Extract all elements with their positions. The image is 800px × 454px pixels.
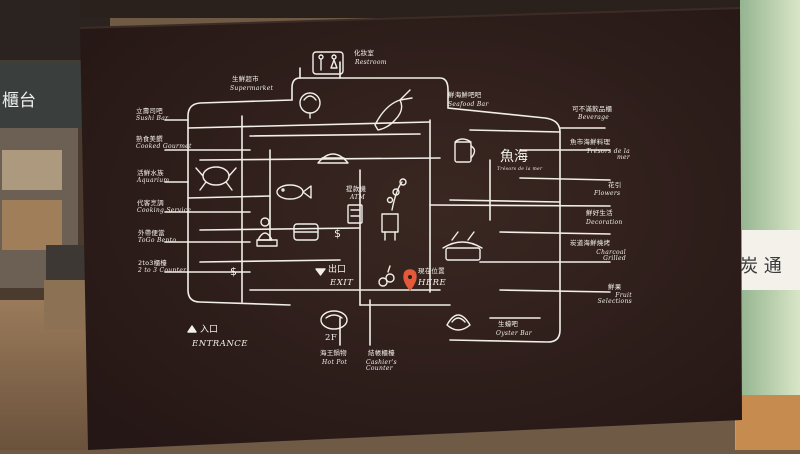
- sushi-bar-label-en: Sushi Bar: [136, 115, 169, 122]
- entrance-label-en: ENTRANCE: [192, 339, 248, 349]
- cooking-service-label-en: Cooking Service: [137, 207, 192, 214]
- togo-bento-label-en: ToGo Bento: [138, 237, 177, 244]
- entrance-label-zh: 入口: [200, 325, 219, 335]
- restroom-icon: [312, 51, 344, 75]
- atm-label-zh: 提款機: [346, 185, 367, 193]
- cook-icon: [256, 217, 278, 247]
- supermarket-icon: [299, 92, 321, 119]
- supermarket-label-zh: 生鮮超市: [232, 75, 259, 83]
- decoration-label-en: Decoration: [586, 219, 623, 226]
- cooking-service-label-zh: 代客烹調: [137, 199, 164, 207]
- hot-pot-label-en: Hot Pot: [322, 359, 348, 366]
- exit-arrow-icon: [315, 268, 326, 276]
- lobster-icon: [374, 89, 413, 131]
- restroom-label-zh: 化妝室: [354, 49, 375, 57]
- dumpling-icon: [317, 153, 349, 164]
- bento-icon: [293, 223, 319, 241]
- atm-icon: [347, 204, 363, 224]
- floor-label: 2F: [325, 333, 338, 343]
- fruit-icon: [378, 265, 395, 287]
- atm-label-en: ATM: [350, 194, 366, 201]
- right-floor: [736, 395, 800, 450]
- counter-2to3-label-zh: 2to3櫃檯: [138, 259, 167, 267]
- map-board: [80, 8, 742, 450]
- brand-logo-zh: 魚海: [500, 149, 528, 165]
- dollar-sign-left: $: [230, 265, 237, 278]
- here-label-zh: 現在位置: [418, 267, 445, 275]
- oyster-bar-label-en: Oyster Bar: [496, 330, 532, 337]
- oyster-icon: [446, 314, 471, 331]
- cashier-label-zh: 結帳櫃檯: [368, 349, 395, 357]
- aquarium-label-en: Aquarium: [137, 177, 170, 184]
- here-label-en: HERE: [418, 278, 447, 288]
- charcoal-sign: 炭 通: [740, 256, 782, 277]
- counter-sign-panel: [0, 62, 82, 128]
- decoration-label-zh: 鮮好生活: [586, 209, 613, 217]
- flowers-icon: [386, 178, 407, 211]
- flowers-label-zh: 花引: [608, 181, 622, 189]
- cooked-gourmet-label-zh: 熟食美饌: [136, 135, 163, 143]
- grill-icon: [442, 231, 483, 261]
- cashier-label-en: Cashier's Counter: [366, 359, 397, 373]
- beverage-label-en: Beverage: [578, 114, 610, 121]
- aquarium-label-zh: 活鮮水族: [137, 169, 164, 177]
- oyster-bar-label-zh: 生蠔吧: [498, 320, 519, 328]
- aquarium-crab-icon: [195, 166, 237, 191]
- exit-label-en: EXIT: [330, 278, 354, 288]
- chair-icon: [381, 213, 399, 241]
- tresors-label-en: Trésors de la mer: [586, 148, 630, 162]
- exit-label-zh: 出口: [328, 265, 347, 275]
- beverage-label-zh: 可不滿飲品櫃: [572, 105, 613, 113]
- cooked-gourmet-label-en: Cooked Gourmet: [136, 143, 192, 150]
- charcoal-label-en: Charcoal Grilled: [596, 249, 626, 263]
- seafood-bar-label-en: Seafood Bar: [448, 101, 489, 108]
- counter-2to3-label-en: 2 to 3 Counter: [138, 267, 187, 274]
- floor-plan-lines: [164, 61, 611, 346]
- beer-icon: [454, 138, 476, 163]
- counter-sign: 櫃台: [2, 91, 36, 111]
- brand-logo-en: Trésors de la mer: [497, 167, 543, 172]
- location-pin-icon: [403, 269, 417, 291]
- right-sign-panel: [742, 230, 800, 290]
- togo-bento-label-zh: 外帶便當: [138, 229, 165, 237]
- fish-icon: [276, 184, 312, 200]
- supermarket-label-en: Supermarket: [230, 85, 274, 92]
- restroom-label-en: Restroom: [355, 59, 387, 66]
- right-wall: [735, 0, 800, 450]
- sushi-bar-label-zh: 立壽司吧: [136, 107, 163, 115]
- hot-pot-label-zh: 海王鍋物: [320, 349, 347, 357]
- charcoal-label-zh: 炭道海鮮燒烤: [570, 239, 611, 247]
- seafood-bar-label-zh: 鮮海鮮吧吧: [448, 91, 482, 99]
- fruit-label-zh: 鮮果: [608, 283, 622, 291]
- flowers-label-en: Flowers: [594, 190, 621, 197]
- fruit-label-en: Fruit Selections: [597, 292, 632, 306]
- dollar-sign-center: $: [334, 227, 341, 240]
- tresors-label-zh: 魚市海鮮料理: [570, 138, 611, 146]
- entrance-arrow-icon: [187, 325, 197, 333]
- hot-pot-icon: [320, 310, 348, 330]
